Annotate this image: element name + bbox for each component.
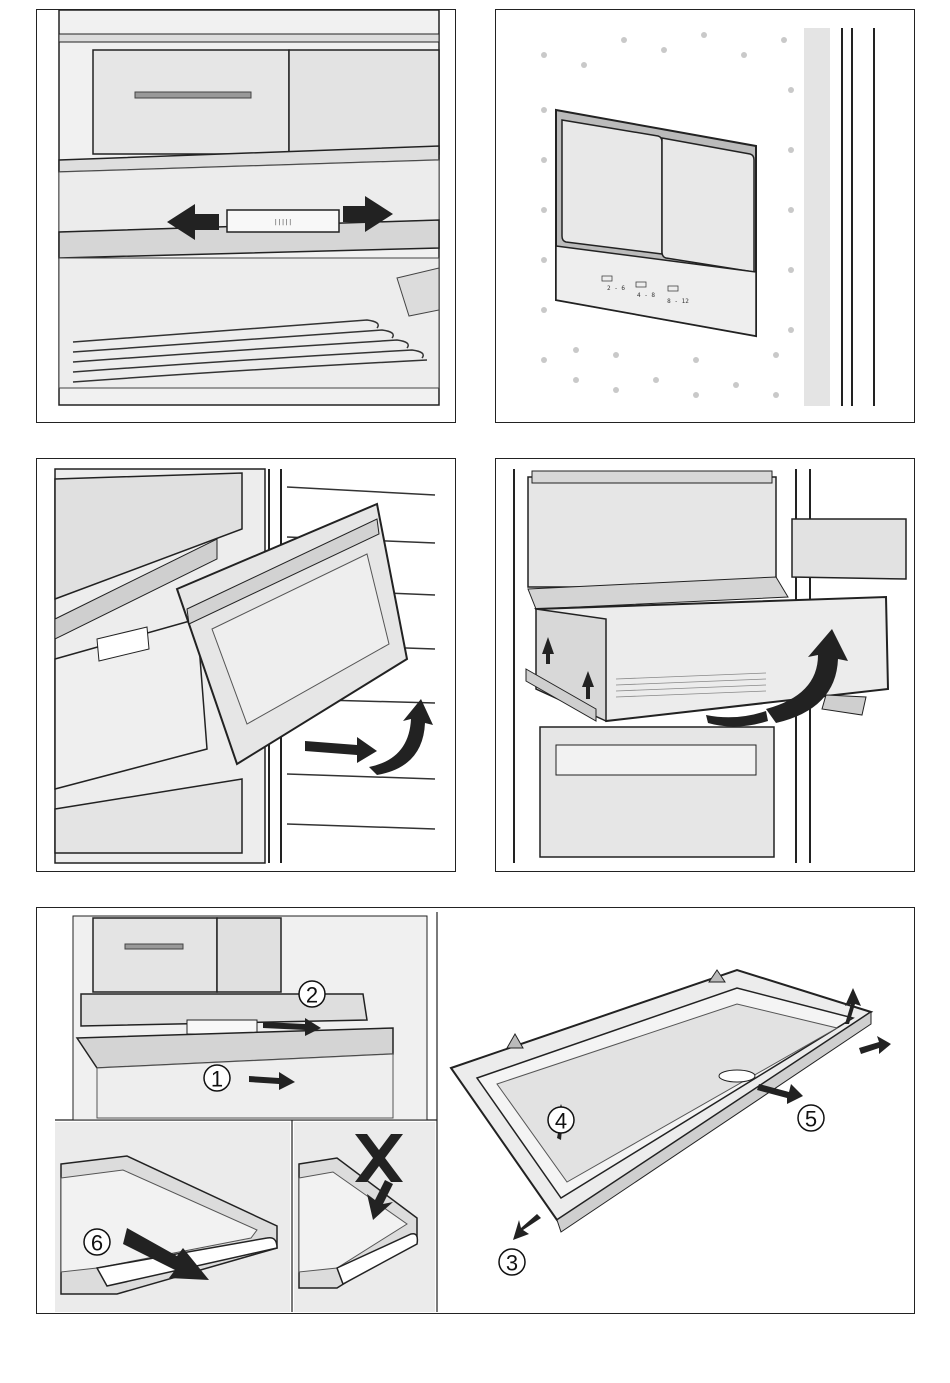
panel-control-panel: 2 - 6 4 - 8 8 - 12 — [495, 9, 915, 423]
control-panel-right-window — [662, 138, 754, 272]
shelf-incorrect-subfigure — [294, 1122, 435, 1312]
crisper-removal-illustration — [496, 459, 915, 872]
svg-text:5: 5 — [805, 1107, 817, 1132]
svg-text:4: 4 — [555, 1109, 567, 1134]
shelf-removal-subfigure: 2 1 — [73, 916, 427, 1120]
svg-text:6: 6 — [91, 1231, 103, 1256]
drawer-removal-illustration — [37, 459, 456, 872]
svg-text:|||||: ||||| — [274, 219, 292, 226]
control-panel-illustration: 2 - 6 4 - 8 8 - 12 — [496, 10, 915, 423]
svg-text:2: 2 — [306, 983, 318, 1008]
svg-text:4 - 8: 4 - 8 — [637, 292, 655, 299]
panel-crisper-removal — [495, 458, 915, 872]
panel-drawer-removal — [36, 458, 456, 872]
panel-shelf-slider: ||||| — [36, 9, 456, 423]
shelf-assembly-illustration: 2 1 6 — [37, 908, 915, 1314]
control-panel-left-window — [562, 120, 662, 254]
shelf-slider-illustration: ||||| — [37, 10, 456, 423]
svg-text:2 - 6: 2 - 6 — [607, 285, 625, 292]
shelf-insert-subfigure: 6 — [55, 1122, 290, 1312]
svg-text:8 - 12: 8 - 12 — [667, 298, 689, 305]
svg-text:1: 1 — [211, 1067, 223, 1092]
svg-text:3: 3 — [506, 1251, 518, 1276]
panel-shelf-assembly: 2 1 6 — [36, 907, 915, 1314]
